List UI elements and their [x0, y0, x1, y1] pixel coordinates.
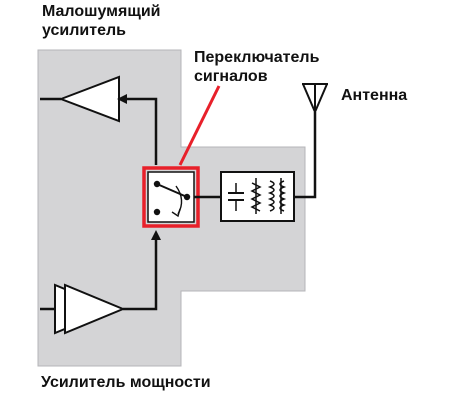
switch-contact-bottom [153, 208, 161, 216]
signal-switch [142, 166, 200, 228]
lna-label-line2: усилитель [42, 22, 126, 39]
filter-block [220, 171, 295, 222]
pa-label: Усилитель мощности [41, 374, 211, 391]
lna-label-line1: Малошумящий [42, 3, 161, 20]
lc-filter-icon [228, 178, 287, 214]
switch-label: Переключатель сигналов [194, 48, 319, 86]
antenna-icon [302, 83, 328, 115]
antenna-label: Антенна [341, 87, 408, 104]
power-amplifier-front [64, 283, 126, 335]
pa-amplifier [40, 230, 161, 335]
lna-amplifier [40, 75, 158, 165]
switch-label-line1: Переключатель [194, 49, 320, 66]
pa-output-path [123, 230, 161, 311]
switch-rotation-arrowhead [171, 208, 181, 218]
filter-to-antenna-line [294, 112, 317, 199]
switch-label-line2: сигналов [194, 68, 268, 85]
lna-label: Малошумящий усилитель [42, 2, 161, 40]
lna-input-path [117, 94, 158, 165]
switch-pointer-line [178, 85, 221, 166]
rf-switch-icon [156, 183, 188, 198]
